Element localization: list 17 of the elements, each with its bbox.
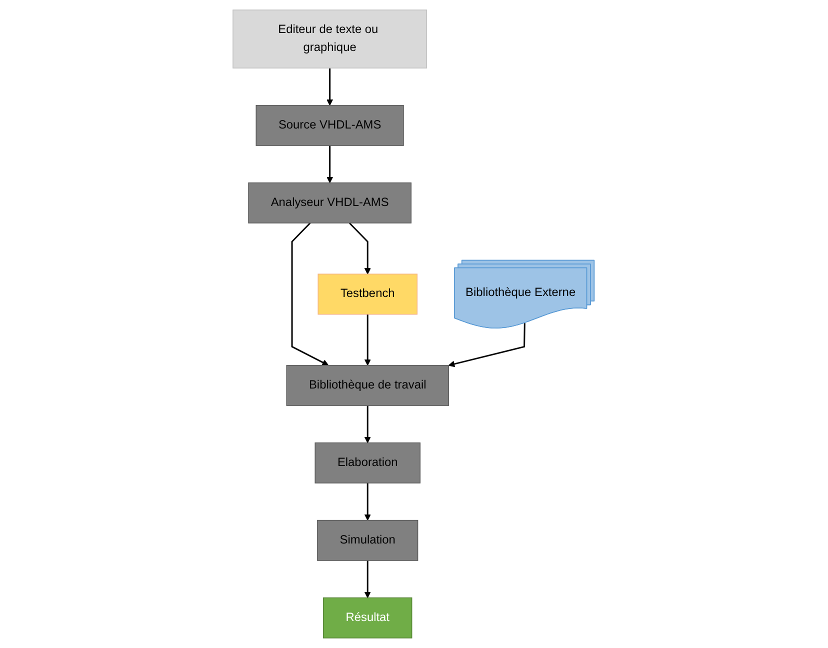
arrow xyxy=(292,222,330,366)
arrow xyxy=(326,146,334,184)
node-box: Analyseur VHDL-AMS xyxy=(248,182,412,224)
node-box: Editeur de texte ou graphique xyxy=(233,10,428,68)
node-box: Source VHDL-AMS xyxy=(256,104,404,146)
node-box: Simulation xyxy=(317,520,419,561)
arrow xyxy=(364,560,372,598)
node-box: Résultat xyxy=(323,597,413,638)
arrow xyxy=(364,483,372,521)
arrow xyxy=(364,406,372,444)
node-box: Testbench xyxy=(318,274,418,315)
arrow xyxy=(349,222,372,274)
arrow xyxy=(326,68,334,106)
node-box: Elaboration xyxy=(315,442,421,484)
node-box: Bibliothèque de travail xyxy=(286,364,450,406)
arrow xyxy=(448,323,526,368)
arrow xyxy=(364,314,372,366)
